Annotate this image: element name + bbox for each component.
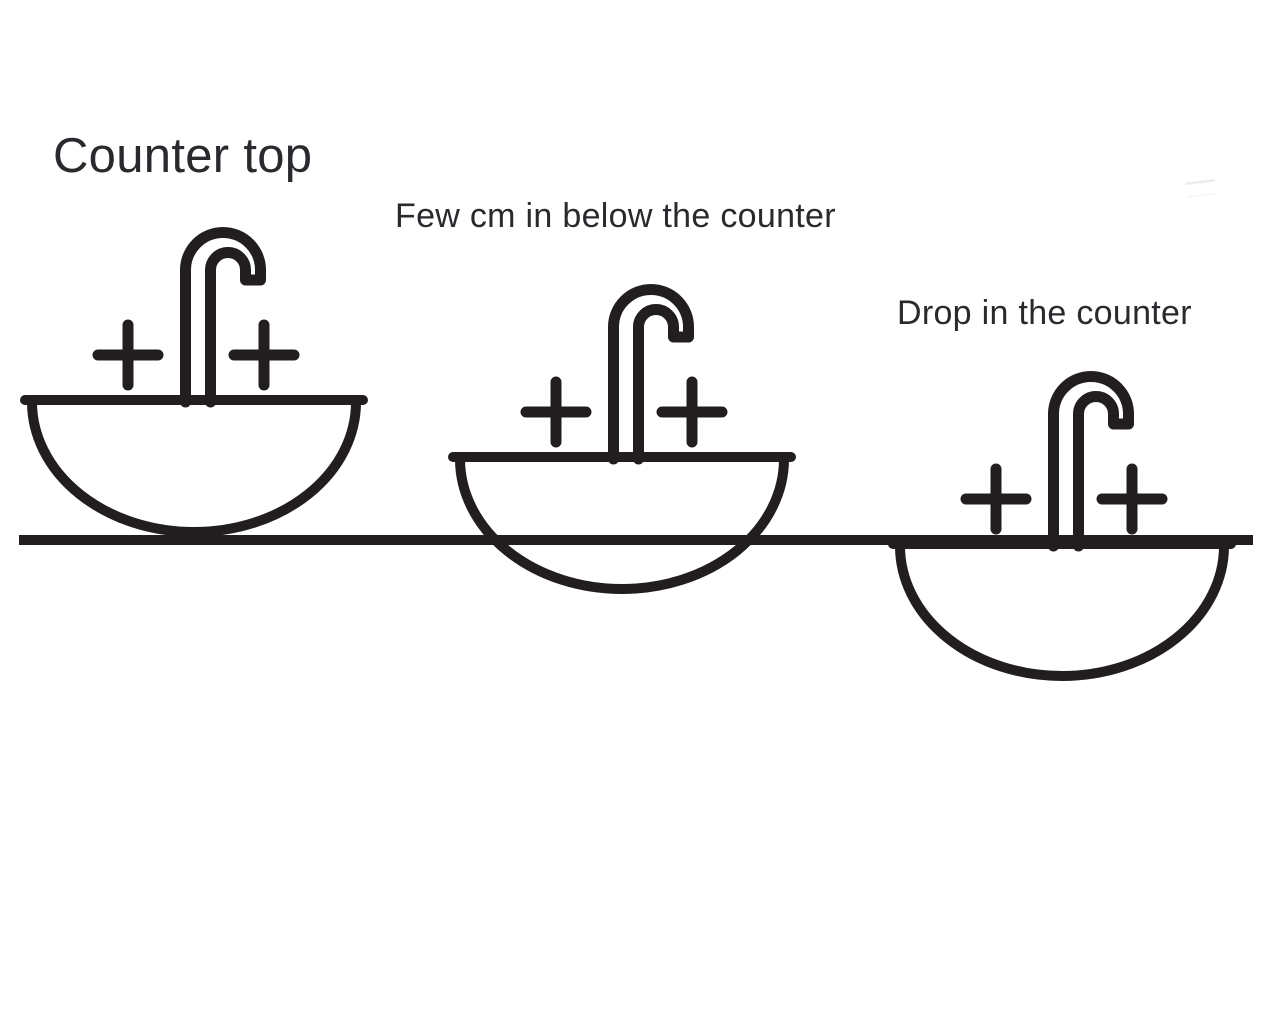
label-drop-in-counter: Drop in the counter [897,294,1192,332]
label-few-cm-below-counter: Few cm in below the counter [395,197,836,235]
sink-icon-drop-in-counter [893,377,1231,677]
label-counter-top: Counter top [53,129,313,183]
sink-icon-counter-top [25,233,363,533]
